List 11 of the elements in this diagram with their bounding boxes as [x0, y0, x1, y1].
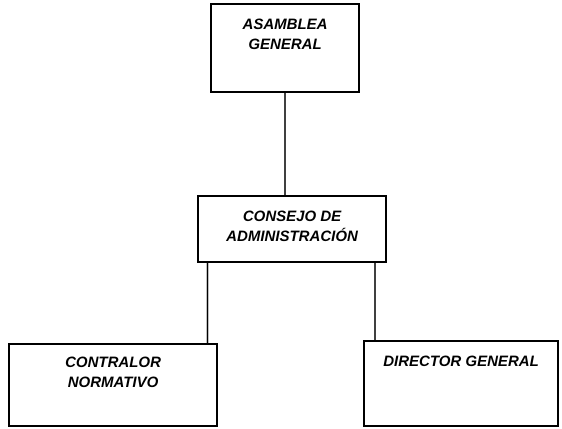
org-box: [8, 343, 218, 427]
box-title: CONTRALOR NORMATIVO: [64, 353, 162, 393]
connector-line: [284, 93, 286, 195]
org-box: [197, 195, 387, 263]
org-box: [210, 3, 360, 93]
box-title: CONSEJO DE ADMINISTRACIÓN: [225, 207, 359, 247]
box-title: ASAMBLEA GENERAL: [241, 15, 328, 55]
connector-line: [206, 263, 208, 343]
connector-line: [374, 263, 376, 340]
box-title: DIRECTOR GENERAL: [382, 352, 540, 372]
org-box: [363, 340, 559, 427]
